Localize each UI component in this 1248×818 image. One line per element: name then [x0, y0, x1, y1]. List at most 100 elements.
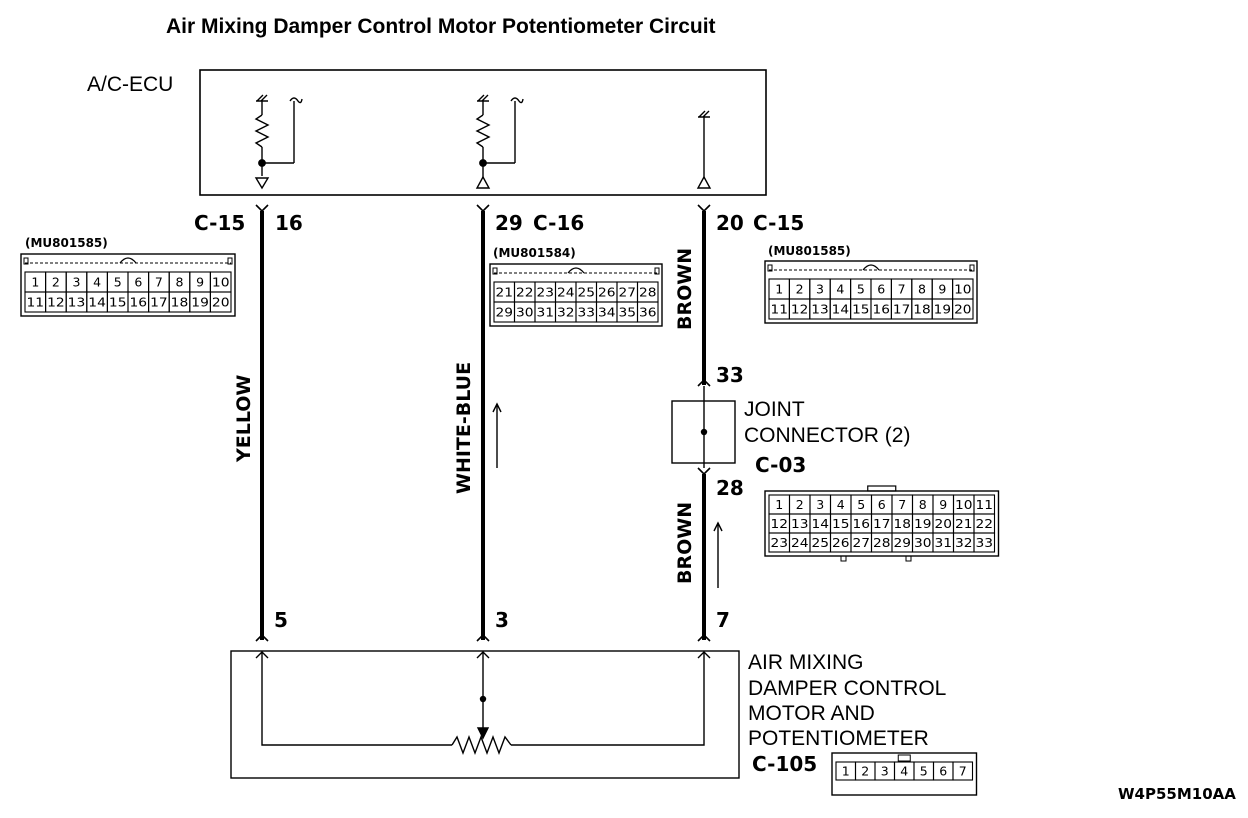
- connector-pin-number: 28: [639, 285, 657, 300]
- connector-pin-number: 10: [954, 282, 971, 297]
- connector-pin-number: 5: [114, 275, 122, 290]
- connector-pin-number: 8: [919, 497, 927, 512]
- connector-pin-number: 19: [191, 295, 209, 310]
- connector-pin-number: 1: [775, 497, 783, 512]
- connector-lock-tab: [492, 267, 498, 275]
- connector-pin-number: 30: [516, 305, 534, 320]
- connector-pin-number: 12: [771, 516, 789, 531]
- connector-pin-number: 11: [976, 497, 994, 512]
- connector-pin-number: 7: [959, 764, 967, 779]
- motor-connector-code: C-105: [752, 752, 817, 776]
- connector-cavity: [636, 301, 659, 323]
- connector-housing: [489, 263, 663, 327]
- connector-pin-number: 1: [31, 275, 39, 290]
- connector-pin-number: 14: [812, 516, 830, 531]
- connector-pin-number: 12: [791, 302, 808, 317]
- connector-pin-number: 4: [900, 764, 908, 779]
- motor-label-line1: AIR MIXING: [748, 651, 864, 674]
- joint-connector-code: C-03: [755, 453, 806, 477]
- connector-foot: [840, 555, 847, 562]
- connector-pin-number: 10: [212, 275, 230, 290]
- wire-color-yellow: YELLOW: [233, 375, 255, 463]
- pin-label-28: 28: [716, 476, 744, 500]
- connector-lock-tab: [767, 264, 773, 272]
- connector-pin-number: 13: [68, 295, 86, 310]
- connector-pin-number: 26: [598, 285, 616, 300]
- connector-pin-number: 16: [130, 295, 148, 310]
- connector-pin-number: 16: [873, 302, 890, 317]
- connector-pin-number: 9: [196, 275, 204, 290]
- connector-pin-number: 31: [935, 535, 953, 550]
- connector-pin-number: 4: [93, 275, 101, 290]
- connector-pin-number: 9: [939, 497, 947, 512]
- pin-label-20: 20: [716, 211, 744, 235]
- connector-pin-number: 27: [853, 535, 871, 550]
- connector-pin-number: 28: [873, 535, 891, 550]
- connector-label-c16: C-16: [533, 211, 584, 235]
- connector-lock-tab: [227, 257, 233, 265]
- potentiometer-symbol: [255, 651, 711, 755]
- current-arrow-brown: [713, 521, 723, 588]
- connector-pin-number: 2: [796, 282, 804, 297]
- connector-pin-number: 35: [619, 305, 637, 320]
- connector-label-c15-right: C-15: [753, 211, 804, 235]
- connector-pin-number: 14: [832, 302, 849, 317]
- motor-label-line3: MOTOR AND: [748, 702, 875, 725]
- connector-pin-number: 20: [212, 295, 230, 310]
- connector-lock-tab: [969, 264, 975, 272]
- motor-pin-label-3: 3: [495, 608, 509, 632]
- connector-pin-number: 15: [832, 516, 850, 531]
- connector-pin-number: 3: [881, 764, 889, 779]
- connector-pin-number: 4: [837, 497, 845, 512]
- figure-code: W4P55M10AA: [1118, 785, 1236, 803]
- connector-pin-number: 18: [894, 516, 912, 531]
- connector-key: [897, 754, 911, 762]
- connector-pin-number: 15: [109, 295, 127, 310]
- connector-label-c15-left: C-15: [194, 211, 245, 235]
- connector-pin-number: 8: [176, 275, 184, 290]
- pin-label-33: 33: [716, 363, 744, 387]
- ecu-internal-circuit-16: [254, 94, 303, 190]
- connector-housing: [764, 260, 978, 324]
- connector-housing: [831, 752, 978, 796]
- pin-label-29: 29: [495, 211, 523, 235]
- connector-pin-number: 32: [557, 305, 575, 320]
- ecu-internal-circuit-20: [696, 110, 712, 189]
- connector-pin-number: 21: [955, 516, 973, 531]
- motor-pin-label-7: 7: [716, 608, 730, 632]
- connector-cavity: [952, 761, 974, 781]
- connector-latch: [119, 257, 137, 264]
- connector-pin-number: 24: [557, 285, 575, 300]
- connector-pin-number: 17: [150, 295, 168, 310]
- wire-color-brown-upper: BROWN: [674, 248, 696, 330]
- connector-pin-number: 3: [816, 282, 824, 297]
- connector-pin-number: 25: [812, 535, 830, 550]
- connector-pin-number: 17: [873, 516, 891, 531]
- connector-latch: [567, 267, 585, 274]
- ecu-internal-circuit-29: [475, 94, 524, 189]
- connector-pin-number: 6: [878, 497, 886, 512]
- connector-pin-number: 31: [537, 305, 555, 320]
- motor-label-line2: DAMPER CONTROL: [748, 677, 946, 700]
- connector-pin-number: 20: [935, 516, 953, 531]
- connector-pin-number: 7: [898, 282, 906, 297]
- connector-pin-number: 18: [913, 302, 930, 317]
- pin-label-16: 16: [275, 211, 303, 235]
- connector-pin-number: 15: [852, 302, 869, 317]
- connector-pin-number: 4: [836, 282, 844, 297]
- connector-pin-number: 19: [914, 516, 932, 531]
- connector-pin-number: 13: [791, 516, 809, 531]
- connector-pin-number: 27: [619, 285, 637, 300]
- connector-pin-number: 26: [832, 535, 850, 550]
- connector-pin-number: 6: [134, 275, 142, 290]
- motor-box: [230, 650, 740, 779]
- connector-pin-number: 12: [47, 295, 65, 310]
- connector-pin-number: 20: [954, 302, 971, 317]
- connector-lock-tab: [23, 257, 29, 265]
- wire-yellow: [255, 204, 269, 642]
- connector-pin-number: 3: [816, 497, 824, 512]
- joint-connector-label-line1: JOINT: [744, 398, 805, 421]
